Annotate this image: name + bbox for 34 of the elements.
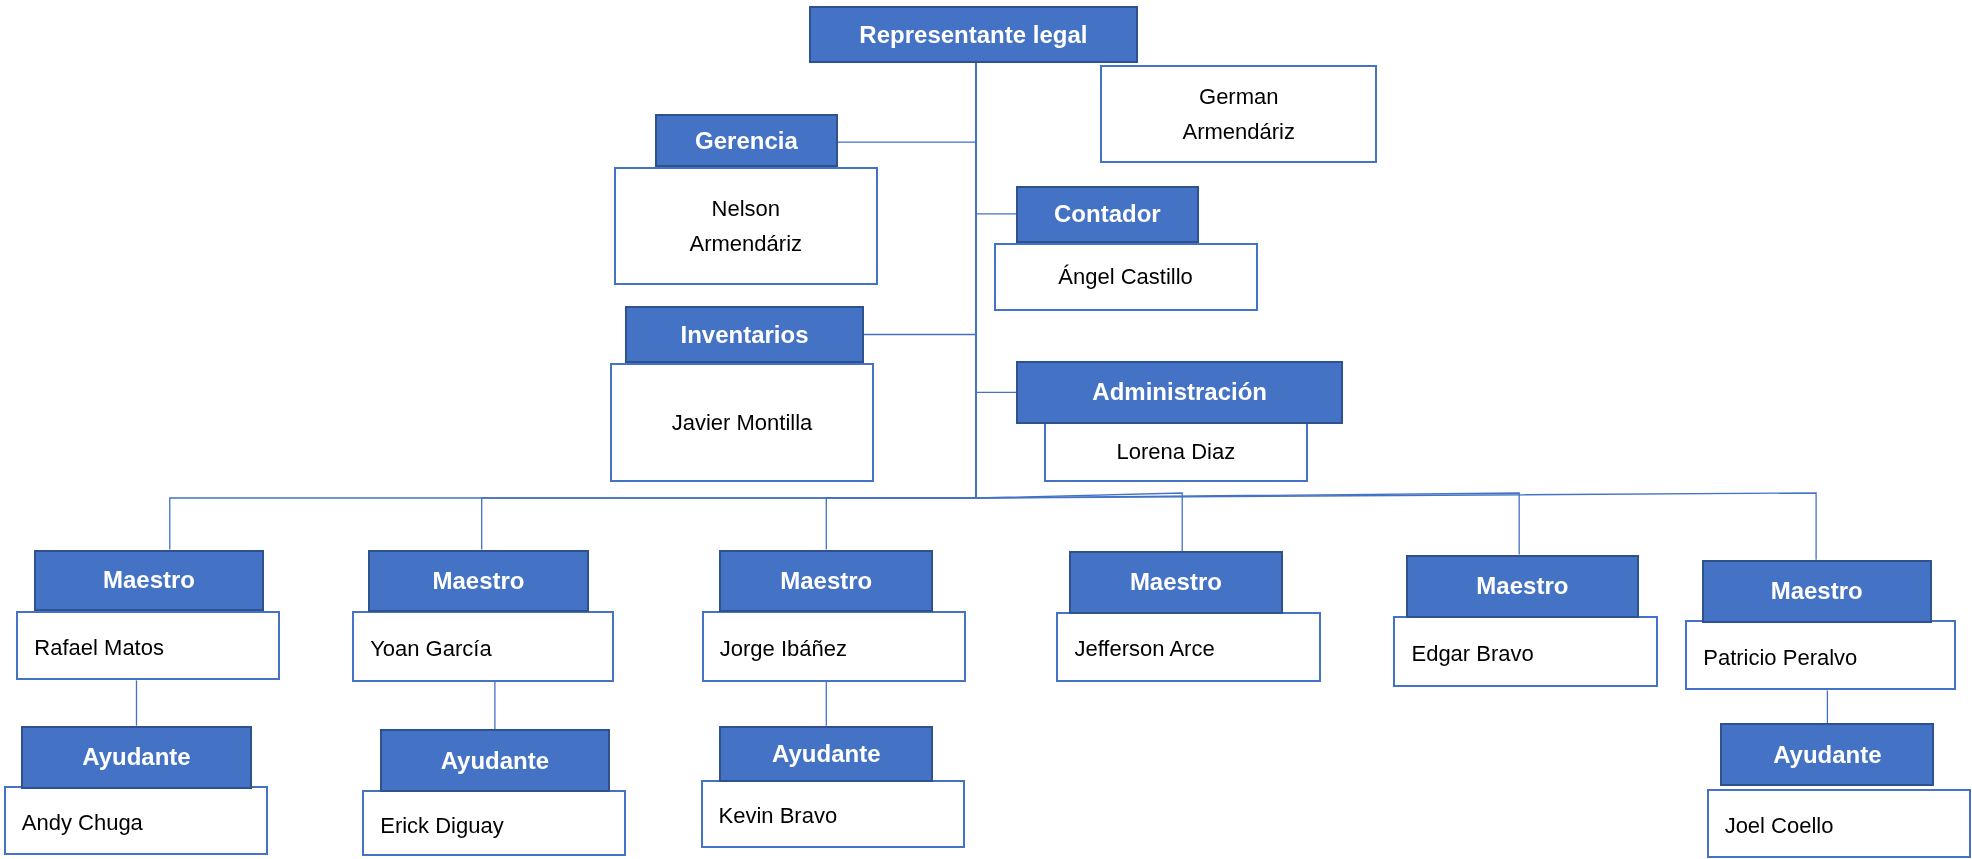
position-header: Maestro (1406, 554, 1639, 618)
position-header: Representante legal (808, 6, 1139, 63)
name-box: Erick Diguay (362, 789, 627, 857)
name-box: Kevin Bravo (700, 779, 965, 848)
name-box: Joel Coello (1706, 788, 1971, 858)
position-header: Gerencia (655, 114, 838, 168)
position-header: Ayudante (1720, 723, 1935, 786)
name-box: Javier Montilla (609, 363, 875, 482)
name-box: Yoan García (352, 611, 614, 682)
name-box: Jorge Ibáñez (701, 611, 966, 682)
position-header: Ayudante (379, 729, 610, 793)
name-box: Lorena Diaz (1043, 421, 1308, 482)
name-box: Ángel Castillo (993, 242, 1258, 311)
connector-line (1826, 689, 1829, 724)
position-header: Administración (1016, 360, 1344, 424)
position-header: Inventarios (625, 305, 864, 364)
name-box: Jefferson Arce (1056, 612, 1321, 682)
name-box: Nelson Armendáriz (613, 167, 878, 286)
name-box: Rafael Matos (16, 611, 281, 681)
name-box: Andy Chuga (3, 786, 268, 856)
connector-line (494, 680, 496, 731)
position-header: Maestro (1069, 550, 1283, 614)
name-box: Patricio Peralvo (1685, 620, 1956, 691)
name-box: German Armendáriz (1100, 65, 1378, 164)
position-header: Maestro (719, 549, 934, 613)
position-header: Maestro (368, 549, 589, 613)
position-header: Ayudante (719, 725, 934, 783)
name-box: Edgar Bravo (1393, 616, 1658, 687)
position-header: Ayudante (21, 725, 252, 789)
position-header: Contador (1016, 186, 1199, 243)
position-header: Maestro (33, 549, 265, 612)
connector-line (825, 680, 827, 727)
connector-line (135, 679, 138, 727)
position-header: Maestro (1701, 559, 1932, 623)
